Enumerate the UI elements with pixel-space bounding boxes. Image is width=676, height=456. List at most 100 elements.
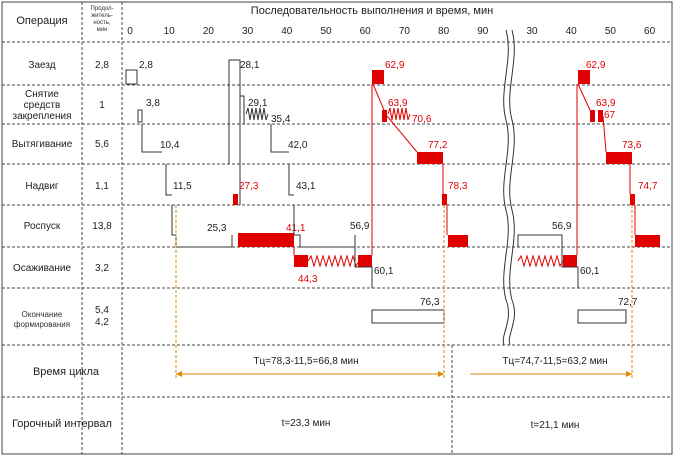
scale-tick-label: 50: [320, 26, 332, 37]
scale-tick-label: 20: [203, 26, 215, 37]
label-56-9b: 56,9: [552, 221, 572, 232]
bar-nadvig-red-3: [630, 194, 635, 205]
bar-osazh-red-3: [563, 255, 577, 267]
bar-okonch-2: [577, 309, 627, 324]
bar-vytyag-red-2: [606, 152, 632, 164]
label-27-3: 27,3: [239, 181, 259, 192]
label-60-1b: 60,1: [580, 266, 600, 277]
break-line: [508, 29, 515, 346]
connector-red: [372, 83, 385, 111]
duration-zaezd: 2,8: [95, 60, 109, 71]
scale-tick-label: 60: [644, 26, 656, 37]
label-11-5: 11,5: [173, 181, 192, 192]
spring-snyatie-1: [245, 107, 269, 121]
break-line: [502, 29, 509, 346]
hump-interval-label: Горочный интервал: [12, 418, 112, 430]
bar-osazh-3: [561, 247, 579, 276]
label-78-3: 78,3: [448, 181, 468, 192]
scale-left: 0 10 20 30 40 50 60 70 80 90: [127, 26, 489, 37]
label-60-1: 60,1: [374, 266, 394, 277]
bar-zaezd-1: [125, 69, 138, 85]
duration-rospusk: 13,8: [92, 221, 112, 232]
duration-okonch-1: 5,4: [95, 305, 109, 316]
label-67: 67: [604, 110, 616, 121]
label-10-4: 10,4: [160, 140, 180, 151]
hump-interval-left: t=23,3 мин: [282, 418, 331, 429]
label-76-3: 76,3: [420, 297, 440, 308]
label-56-9: 56,9: [350, 221, 370, 232]
bar-snyatie-red-3: [598, 110, 603, 122]
svg-text:житель-: житель-: [91, 13, 113, 19]
row-label-osazh: Осаживание: [13, 263, 71, 274]
bar-osazh-2: [354, 247, 373, 276]
scale-tick-label: 70: [399, 26, 411, 37]
duration-osazh: 3,2: [95, 263, 109, 274]
scale-tick-label: 50: [605, 26, 617, 37]
scale-tick-label: 10: [164, 26, 176, 37]
connector-red: [602, 115, 607, 153]
scale-tick-label: 30: [526, 26, 538, 37]
label-74-7: 74,7: [638, 181, 658, 192]
scale-tick-label: 80: [438, 26, 450, 37]
label-44-3: 44,3: [298, 274, 318, 285]
svg-text:средств: средств: [24, 100, 61, 111]
label-73-6: 73,6: [622, 140, 642, 151]
spring-osazh-red-2: [517, 254, 564, 268]
duration-snyatie: 1: [99, 100, 105, 111]
label-77-2: 77,2: [428, 140, 448, 151]
bar-osazh-red-2: [358, 255, 372, 267]
svg-text:ность,: ность,: [93, 20, 111, 26]
bar-snyatie-2: [240, 95, 245, 124]
svg-text:закрепления: закрепления: [13, 111, 72, 122]
bar-vytyag-2: [270, 124, 289, 153]
scale-tick-label: 40: [566, 26, 578, 37]
row-label-zaezd: Заезд: [28, 60, 55, 71]
bar-zaezd-2: [228, 59, 241, 205]
scale-tick-label: 40: [281, 26, 293, 37]
bar-snyatie-1: [137, 109, 143, 123]
scale-tick-label: 60: [360, 26, 372, 37]
bar-snyatie-red-2: [590, 110, 595, 122]
arrow-head: [176, 371, 182, 377]
connector-red: [386, 115, 418, 153]
scale-tick-label: 90: [477, 26, 489, 37]
row-label-okonch: Окончание: [22, 310, 63, 319]
spring-snyatie-red-1: [387, 107, 411, 121]
label-35-4: 35,4: [271, 114, 291, 125]
cycle-time-label: Время цикла: [33, 366, 100, 378]
bar-nadvig-red-1: [233, 194, 238, 205]
bar-rospusk-2: [293, 205, 356, 248]
label-3-8: 3,8: [146, 98, 160, 109]
row-label-nadvig: Надвиг: [25, 181, 59, 192]
duration-vytyag: 5,6: [95, 139, 109, 150]
connector-red: [577, 83, 591, 111]
label-63-9: 63,9: [388, 98, 408, 109]
label-41-1: 41,1: [286, 223, 306, 234]
duration-nadvig: 1,1: [95, 181, 109, 192]
label-25-3: 25,3: [207, 223, 227, 234]
scale-tick-label: 0: [127, 26, 133, 37]
hump-interval-right: t=21,1 мин: [531, 420, 580, 431]
bar-vytyag-1: [141, 124, 162, 153]
bar-rospusk-red-3: [635, 235, 660, 247]
bar-osazh-red-1: [294, 255, 308, 267]
svg-text:мин: мин: [97, 27, 108, 33]
bar-rospusk-red-1: [238, 233, 294, 247]
label-63-9b: 63,9: [596, 98, 616, 109]
scale-tick-label: 30: [242, 26, 254, 37]
row-label-vytyag: Вытягивание: [12, 139, 73, 150]
label-62-9b: 62,9: [586, 60, 606, 71]
bar-vytyag-red-1: [417, 152, 443, 164]
bar-nadvig-2: [288, 164, 294, 196]
spring-osazh-red-1: [307, 254, 360, 268]
cycle-time-right: Тц=74,7-11,5=63,2 мин: [502, 356, 607, 367]
arrow-head: [438, 371, 444, 377]
header-operation: Операция: [16, 15, 67, 27]
timeline-title: Последовательность выполнения и время, м…: [251, 5, 493, 17]
bar-okonch-1: [371, 309, 445, 324]
row-label-rospusk: Роспуск: [24, 221, 61, 232]
